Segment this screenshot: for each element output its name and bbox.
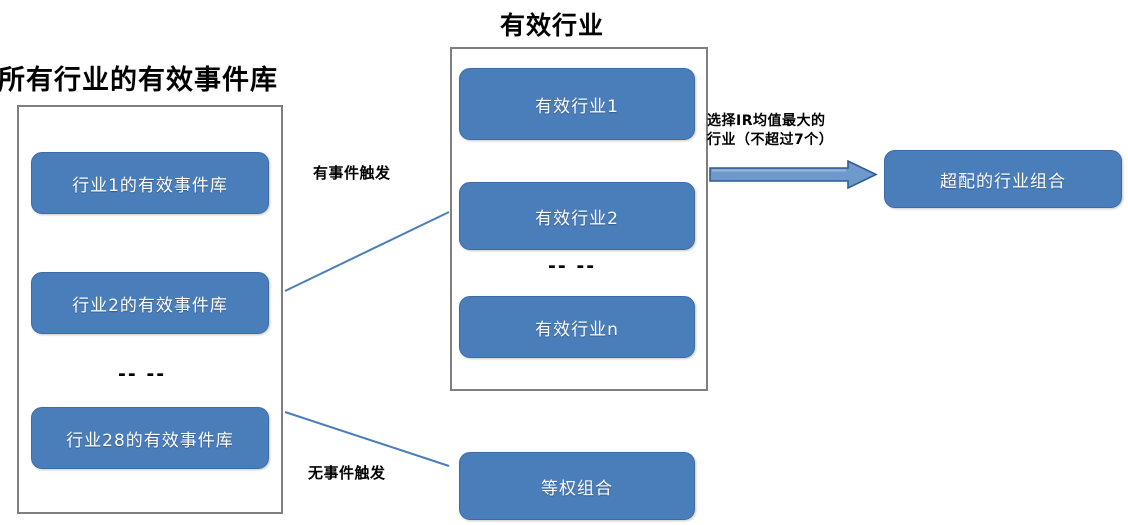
- node-industry-2-event-library[interactable]: 行业2的有效事件库: [31, 272, 269, 334]
- node-equal-weight-portfolio[interactable]: 等权组合: [459, 452, 695, 520]
- edge-label-select-line-1: 选择IR均值最大的: [707, 113, 826, 129]
- connector-has-event: [284, 211, 450, 292]
- ellipsis-left-column: -- --: [118, 363, 167, 385]
- edge-label-has-event: 有事件触发: [313, 164, 391, 182]
- node-industry-28-event-library[interactable]: 行业28的有效事件库: [31, 407, 269, 469]
- node-valid-industry-n[interactable]: 有效行业n: [459, 296, 695, 358]
- connector-no-event: [284, 411, 450, 467]
- ellipsis-mid-column: -- --: [548, 255, 597, 277]
- node-industry-1-event-library[interactable]: 行业1的有效事件库: [31, 152, 269, 214]
- node-overweight-industry-portfolio[interactable]: 超配的行业组合: [884, 150, 1122, 208]
- node-valid-industry-1[interactable]: 有效行业1: [459, 68, 695, 140]
- edge-label-select-top-ir: 选择IR均值最大的 行业（不超过7个）: [707, 112, 833, 150]
- edge-label-select-line-2: 行业（不超过7个）: [707, 132, 834, 148]
- page-title-mid: 有效行业: [500, 11, 605, 40]
- node-valid-industry-2[interactable]: 有效行业2: [459, 182, 695, 250]
- block-arrow-select: [709, 159, 878, 190]
- edge-label-no-event: 无事件触发: [308, 464, 386, 482]
- page-title-left: 所有行业的有效事件库: [0, 65, 278, 96]
